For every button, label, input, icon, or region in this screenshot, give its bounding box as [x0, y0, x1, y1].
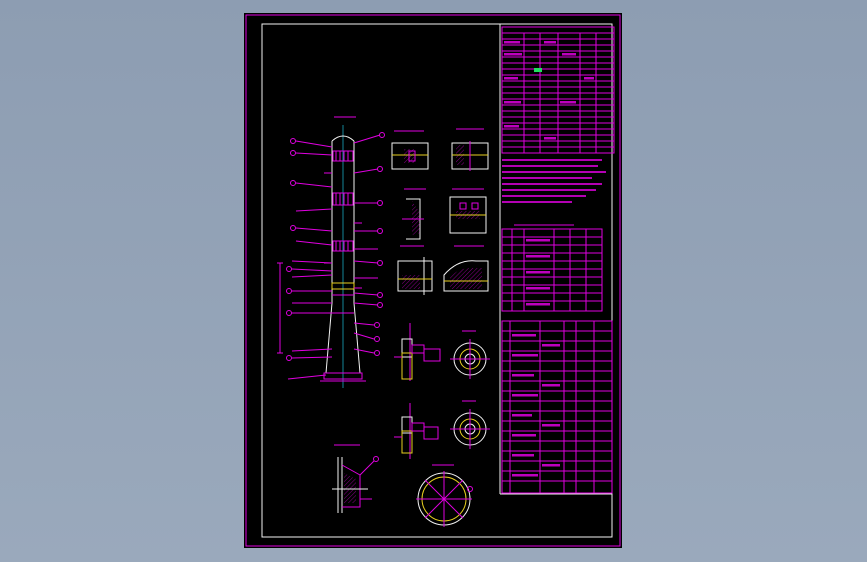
nozzle-detail-1: [394, 323, 441, 381]
detail-support-2: [443, 245, 489, 292]
nozzle-table: [501, 224, 603, 312]
detail-section-1: [402, 188, 426, 240]
drawing-canvas: [245, 14, 621, 547]
base-detail: [332, 444, 379, 513]
ring-plan-2: [450, 400, 490, 449]
notes-block: [502, 159, 606, 203]
outer-border: [245, 14, 621, 547]
tray-packing-upper: [332, 150, 354, 162]
ring-plan-1: [450, 330, 490, 379]
technical-characteristics-table: [501, 26, 615, 154]
detail-section-2: [449, 188, 487, 234]
base-plan: [416, 464, 473, 527]
nozzle-detail-2: [394, 403, 439, 459]
detail-flange-2: [451, 128, 489, 171]
detail-flange-1: [391, 130, 429, 170]
drawing-sheet: [244, 13, 622, 548]
parts-list: [501, 320, 613, 494]
tower-elevation: [277, 116, 385, 388]
tray-packing-lower: [332, 240, 354, 252]
detail-support-1: [397, 245, 433, 295]
tray-packing-mid: [332, 192, 354, 206]
inner-border: [261, 23, 613, 538]
